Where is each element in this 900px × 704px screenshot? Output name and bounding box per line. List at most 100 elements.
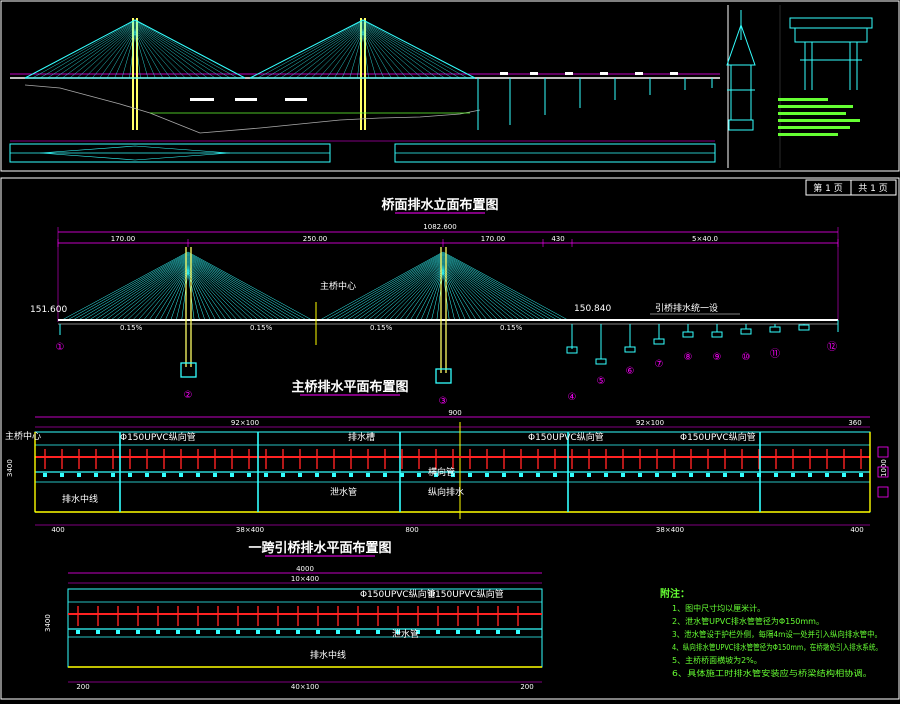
stay-cable [77,26,136,79]
stay-cable [110,259,189,321]
stay-cable [187,267,222,321]
stay-cable [442,261,509,321]
inlet-box [400,473,404,477]
stay-cable [187,251,313,321]
inlet-box [672,473,676,477]
stay-cable [78,254,189,321]
stay-cable [399,265,444,321]
main-plan-bottom-3: 800 [405,526,418,534]
stay-cable [187,258,275,321]
stay-cable [442,258,531,321]
stay-cable [148,266,189,321]
span-dim-4: 430 [551,235,564,243]
stay-cable [362,25,430,79]
inlet-box [216,630,220,634]
inlet-box [356,630,360,634]
main-plan-label-6: 泄水管 [330,486,357,498]
overview-drawing [0,0,900,172]
stay-cable [54,23,136,79]
slope-4: 0.15% [500,324,523,332]
tower-1 [180,247,197,378]
inlet-box [808,473,812,477]
stay-cable [134,27,186,79]
mini-pier-section [789,17,873,90]
slope-2: 0.15% [250,324,273,332]
inlet-box [757,473,761,477]
approach-plan-view: 一跨引桥排水平面布置图 4000 10×400 Φ150UPVC纵向管 Φ150… [44,540,543,691]
overview-strip [0,0,900,172]
inlet-box [621,473,625,477]
main-plan-label-5: 横向管 [428,466,455,478]
inlet-box [451,473,455,477]
stay-cable [187,268,211,321]
inlet-box [519,473,523,477]
stay-cable [341,255,444,321]
stay-cable [362,28,400,79]
main-plan-label-4: Φ150UPVC纵向管 [680,431,756,443]
pier-cap [682,331,694,338]
stay-cable [154,267,189,321]
stay-cable [442,264,493,321]
inlet-box [196,630,200,634]
stay-cable [39,21,136,79]
inlet-box [296,630,300,634]
stay-cable [318,27,364,79]
inlet-box [689,473,693,477]
stay-cable [372,260,444,321]
inlet-box [196,473,200,477]
stay-cable [415,268,444,321]
main-plan-bottom-2: 38×400 [236,526,264,534]
stay-cable [187,259,264,321]
stay-cable [134,26,193,79]
stay-cable [351,257,444,321]
main-plan-width-1: 3400 [6,459,14,477]
inlet-box [96,630,100,634]
stay-cable [362,23,445,79]
inlet-box [281,473,285,477]
inlet-box [516,630,520,634]
stay-cable [346,256,444,321]
note-6: 6、具体施工时排水管安装应与桥梁结构相协调。 [672,668,872,678]
inlet-box [60,473,64,477]
approach-label: 引桥排水统一设 [655,302,718,314]
inlet-box [376,630,380,634]
stay-cable [410,267,444,321]
inlet-box [156,630,160,634]
inlet-box [774,473,778,477]
stay-cable [134,29,164,79]
mini-plan [9,140,716,163]
stay-cable [187,252,307,321]
main-plan-label-2: 排水槽 [348,431,375,443]
stay-cable [94,257,189,321]
stay-cable [132,263,189,321]
stay-cable [129,32,136,79]
stay-cable [127,262,189,321]
stay-cable [121,261,189,321]
stay-cable [404,266,444,321]
approach-label-3: 排水中线 [310,649,346,661]
stay-cable [181,271,189,321]
stay-cable [280,23,364,79]
slope-3: 0.15% [370,324,393,332]
approach-piers [595,320,839,365]
stay-cable [362,31,377,79]
stay-cable [265,21,364,79]
main-plan-label-1: Φ150UPVC纵向管 [120,431,196,443]
main-plan-width-2: 1000 [880,459,888,477]
inlet-box [396,630,400,634]
stay-cable [170,269,189,321]
approach-bottom: 40×100 [291,683,319,691]
stay-cable [134,20,238,79]
inlet-box [723,473,727,477]
inlet-box [276,630,280,634]
stay-cable [105,258,189,321]
inlet-box [230,473,234,477]
approach-label-2: 泄水管 [392,628,419,640]
elevation-overall-dim: 1082.600 [423,223,456,231]
pier-id-1: ① [56,342,65,353]
stay-cable [388,263,444,321]
stay-cable [362,32,369,79]
stay-cable [349,31,364,79]
note-4: 4、纵向排水管UPVC排水管管径为Φ150mm，在桥墩处引入排水系统。 [672,642,882,652]
inlet-box [128,473,132,477]
